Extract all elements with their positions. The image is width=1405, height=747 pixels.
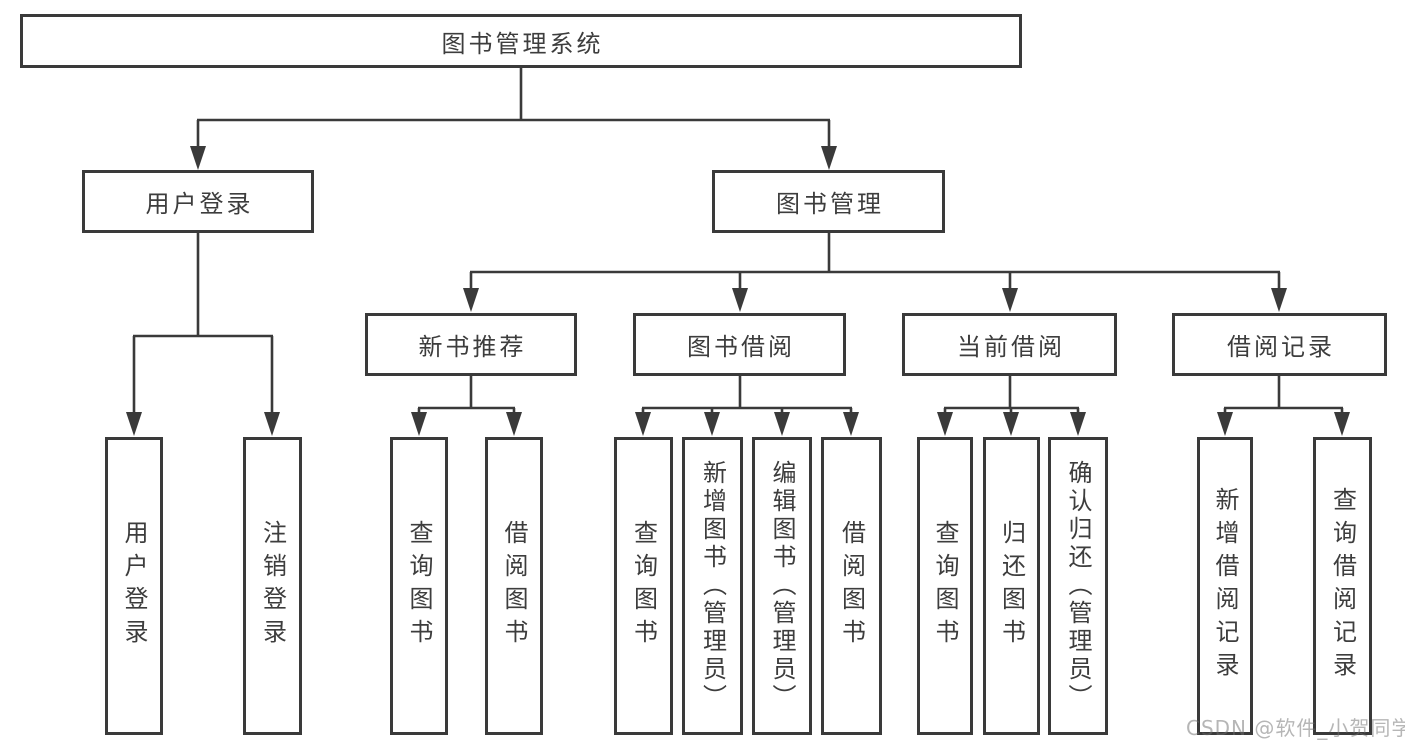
arrowhead [411,412,427,436]
connector-root [196,67,831,150]
arrowhead [1271,288,1287,312]
connector-book-borrow [641,376,853,416]
leaf-query-books-current: 查询图书 [917,437,973,735]
leaf-add-borrow-record: 新增借阅记录 [1197,437,1253,735]
leaf-return-book: 归还图书 [983,437,1040,735]
leaf-borrow-books-label: 借阅图书 [837,520,866,652]
node-borrow-records-label: 借阅记录 [1227,333,1335,361]
arrowhead [126,412,142,436]
leaf-logout-label: 注销登录 [258,520,287,652]
leaf-edit-book-admin: 编辑图书（管理员） [752,437,812,735]
arrowhead [264,412,280,436]
node-borrow-records: 借阅记录 [1172,313,1387,376]
connector-user-login [132,233,274,415]
leaf-edit-book-admin-label: 编辑图书（管理员） [768,460,796,712]
leaf-query-books-recommend-label: 查询图书 [405,520,433,652]
leaf-borrow-books-recommend-label: 借阅图书 [500,520,528,652]
arrowhead [821,146,837,170]
leaf-query-books-borrow-label: 查询图书 [629,520,658,652]
node-user-login-label: 用户登录 [145,190,254,218]
leaf-return-book-label: 归还图书 [997,520,1026,652]
leaf-query-books-current-label: 查询图书 [931,520,959,652]
leaf-query-books-borrow: 查询图书 [614,437,673,735]
leaf-borrow-books-recommend: 借阅图书 [485,437,543,735]
arrowhead [732,288,748,312]
watermark: CSDN @软件_小贺同学 [1186,716,1405,740]
arrowhead [1003,412,1019,436]
node-system-root: 图书管理系统 [20,14,1022,68]
leaf-borrow-books: 借阅图书 [821,437,882,735]
node-book-management: 图书管理 [712,170,945,233]
node-system-root-label: 图书管理系统 [441,29,604,58]
leaf-add-borrow-record-label: 新增借阅记录 [1211,487,1239,685]
leaf-add-book-admin: 新增图书（管理员） [682,437,743,735]
arrowhead [190,146,206,170]
node-new-book-recommend: 新书推荐 [365,313,577,376]
leaf-logout: 注销登录 [243,437,302,735]
arrowhead [1217,412,1233,436]
leaf-user-login: 用户登录 [105,437,163,735]
arrowhead [506,412,522,436]
arrowhead [937,412,953,436]
leaf-user-login-label: 用户登录 [120,520,148,652]
node-book-borrow-label: 图书借阅 [687,333,795,361]
leaf-add-book-admin-label: 新增图书（管理员） [698,460,727,712]
connector-current-borrow [943,376,1080,416]
arrowhead [704,412,720,436]
arrowhead [1070,412,1086,436]
arrowhead [774,412,790,436]
node-current-borrow-label: 当前借阅 [957,333,1065,361]
node-book-borrow: 图书借阅 [633,313,846,376]
arrowhead [635,412,651,436]
arrowhead [843,412,859,436]
leaf-confirm-return-admin-label: 确认归还（管理员） [1064,460,1092,712]
node-current-borrow: 当前借阅 [902,313,1117,376]
connector-borrow-records [1223,376,1344,416]
leaf-query-borrow-record: 查询借阅记录 [1313,437,1372,735]
node-user-login: 用户登录 [82,170,314,233]
node-new-book-recommend-label: 新书推荐 [418,333,527,361]
leaf-query-borrow-record-label: 查询借阅记录 [1328,487,1357,685]
connector-new-book-recommend [417,376,516,416]
arrowhead [1334,412,1350,436]
node-book-management-label: 图书管理 [776,190,884,218]
leaf-query-books-recommend: 查询图书 [390,437,448,735]
leaf-confirm-return-admin: 确认归还（管理员） [1048,437,1108,735]
arrowhead [1002,288,1018,312]
arrowhead [463,288,479,312]
connector-book-management [469,233,1281,292]
